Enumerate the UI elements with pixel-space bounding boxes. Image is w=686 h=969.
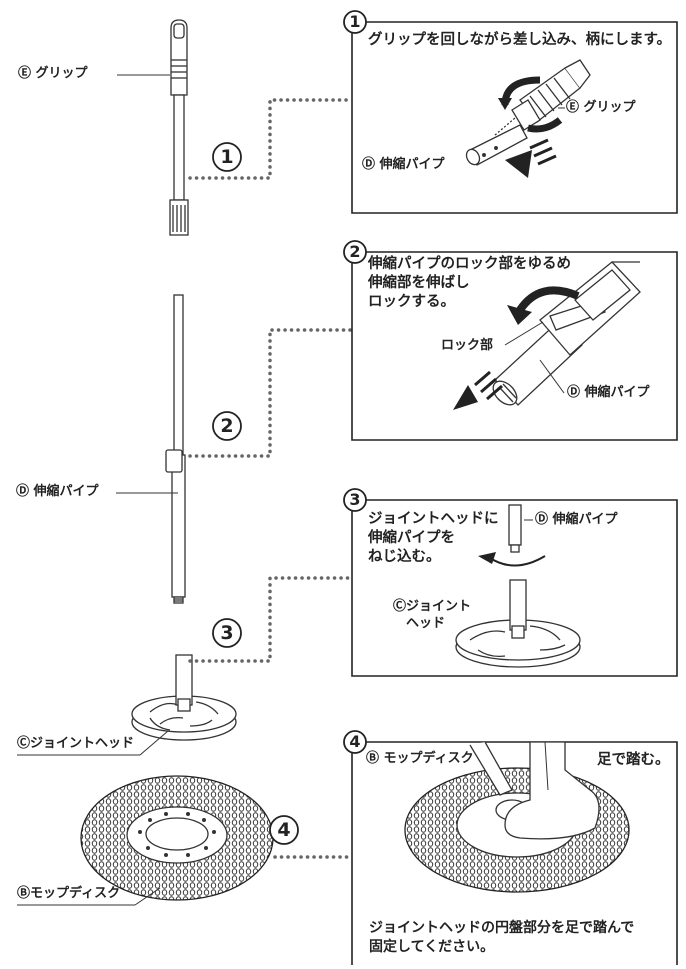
step-panels xyxy=(351,21,678,965)
mop-disc-part xyxy=(80,775,274,901)
panel2-rotate-arrow xyxy=(516,286,580,313)
panel1-insert-arrow xyxy=(505,150,532,178)
panel2-instruction: 伸縮パイプのロック部をゆるめ 伸縮部を伸ばし ロックする。 xyxy=(368,256,571,310)
panel3-screw-arrow xyxy=(489,555,546,567)
panel4-disc-label: Ⓑ モップディスク xyxy=(366,751,474,766)
panel-step-circles xyxy=(343,10,367,754)
panel1-motion-lines xyxy=(529,138,557,166)
step-number-4: 4 xyxy=(277,819,291,841)
panel1-grip-label: Ⓔ グリップ xyxy=(566,100,636,115)
panel3-instruction: ジョイントヘッドに 伸縮パイプを ねじ込む。 xyxy=(368,511,499,565)
panel1-pipe-label: Ⓓ 伸縮パイプ xyxy=(362,157,445,172)
step-number-2: 2 xyxy=(220,415,234,437)
pipe-label: Ⓓ 伸縮パイプ xyxy=(16,484,99,499)
left-step-circles xyxy=(212,142,299,845)
panel2-illustration xyxy=(492,261,641,406)
panel2-lock-label: ロック部 xyxy=(441,338,494,353)
panel4-number: 4 xyxy=(349,732,361,751)
panel3-pipe-label: Ⓓ 伸縮パイプ xyxy=(535,512,618,527)
joint-head-label: Ⓒジョイントヘッド xyxy=(17,736,135,751)
panel1-instruction: グリップを回しながら差し込み、柄にします。 xyxy=(368,32,672,48)
panel3-illustration xyxy=(455,504,581,668)
grip-label: Ⓔ グリップ xyxy=(18,66,88,81)
panel2-motion-lines xyxy=(474,370,503,401)
panel3-number: 3 xyxy=(349,490,361,509)
dotted-connectors xyxy=(188,98,354,859)
telescopic-pipe-part xyxy=(165,294,186,604)
grip-pole-part xyxy=(169,19,189,236)
step-number-1: 1 xyxy=(220,146,234,168)
panel2-number: 2 xyxy=(349,242,361,261)
panel4-illustration xyxy=(404,741,630,893)
panel3-joint-label: Ⓒジョイント ヘッド xyxy=(393,599,472,631)
joint-head-part xyxy=(131,654,237,741)
panel1-illustration xyxy=(465,59,591,166)
panel4-foot-text: 足で踏む。 xyxy=(597,752,670,768)
mop-disc-label: Ⓑモップディスク xyxy=(17,886,121,901)
panel1-number: 1 xyxy=(349,12,361,31)
panel2-pipe-label: Ⓓ 伸縮パイプ xyxy=(567,385,650,400)
panel2-extend-arrow xyxy=(453,385,478,410)
panel4-bottom-instruction: ジョイントヘッドの円盤部分を足で踏んで 固定してください。 xyxy=(369,920,635,955)
step-number-3: 3 xyxy=(220,622,234,644)
